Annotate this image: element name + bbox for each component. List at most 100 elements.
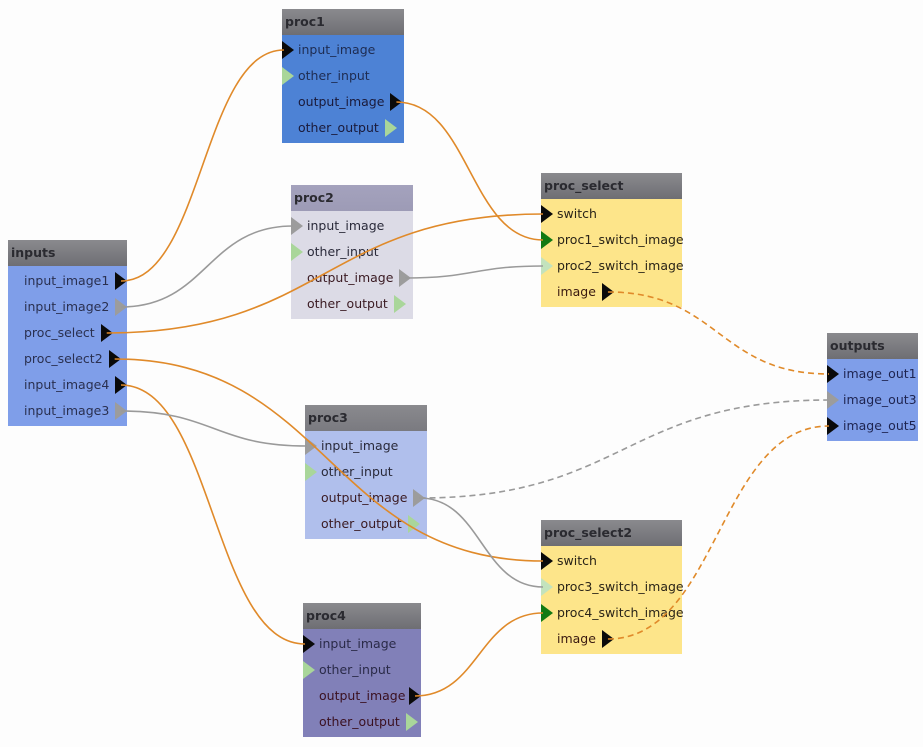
link-inputs-input-image1-to-proc1-input-image[interactable] [120,49,285,282]
node-title[interactable]: proc2 [291,185,413,211]
input-port-other-input[interactable]: other_input [282,63,404,89]
output-port-proc-select2[interactable]: proc_select2 [8,346,127,372]
port-label: other_input [307,244,379,259]
port-label: proc4_switch_image [557,605,684,620]
output-port-input-image2[interactable]: input_image2 [8,294,127,320]
connector-lightgreen-icon[interactable] [393,295,406,313]
input-port-input-image[interactable]: input_image [303,631,421,657]
link-proc3-output-image-to-proc-select2-proc3-switch-image[interactable] [419,497,544,588]
connector-lightgreen-icon[interactable] [407,515,420,533]
connector-palegreen-icon[interactable] [541,578,553,596]
output-port-input-image4[interactable]: input_image4 [8,372,127,398]
link-inputs-input-image2-to-proc2-input-image[interactable] [120,225,294,308]
input-port-switch[interactable]: switch [541,548,682,574]
connector-black-icon[interactable] [541,552,553,570]
port-label: input_image [307,218,385,233]
node-body: switch proc1_switch_image proc2_switch_ima… [541,199,684,307]
input-port-image-out5[interactable]: image_out5 [827,413,918,439]
port-label: switch [557,206,597,221]
connector-lightgreen-icon[interactable] [305,463,317,481]
port-label: image_out3 [843,392,917,407]
node-title[interactable]: proc_select [541,173,682,199]
port-label: output_image [321,490,408,505]
link-proc2-output-image-to-proc-select-proc2-switch-image[interactable] [405,265,544,279]
input-port-other-input[interactable]: other_input [303,657,421,683]
link-inputs-proc-select2-to-proc-select2-switch[interactable] [114,358,544,562]
connector-grey-icon[interactable] [291,217,303,235]
input-port-proc3-switch-image[interactable]: proc3_switch_image [541,574,684,600]
input-port-input-image[interactable]: input_image [291,213,413,239]
input-port-switch[interactable]: switch [541,201,682,227]
output-port-input-image3[interactable]: input_image3 [8,398,127,424]
input-port-proc2-switch-image[interactable]: proc2_switch_image [541,253,684,279]
port-label: image_out1 [843,366,917,381]
connector-black-icon[interactable] [303,635,315,653]
connector-black-icon[interactable] [827,365,839,383]
node-title[interactable]: proc3 [305,405,427,431]
output-port-output-image[interactable]: output_image [303,683,421,709]
connector-black-icon[interactable] [282,41,294,59]
port-label: input_image1 [24,273,110,288]
port-label: input_image2 [24,299,110,314]
node-title[interactable]: proc4 [303,603,421,629]
connector-darkgreen-icon[interactable] [541,604,553,622]
node-inputs[interactable]: inputs input_image1 input_image2 proc_selec… [8,240,127,426]
port-label: input_image [319,636,397,651]
output-port-other-output[interactable]: other_output [305,511,427,537]
port-label: output_image [298,94,385,109]
connector-grey-icon[interactable] [827,391,839,409]
node-title[interactable]: inputs [8,240,127,266]
link-inputs-input-image4-to-proc4-input-image[interactable] [120,384,306,645]
output-port-input-image1[interactable]: input_image1 [8,268,127,294]
link-proc4-output-image-to-proc-select2-proc4-switch-image[interactable] [414,612,544,697]
input-port-image-out1[interactable]: image_out1 [827,361,918,387]
output-port-output-image[interactable]: output_image [291,265,413,291]
link-proc-select-image-to-outputs-image-out1[interactable] [607,291,830,375]
output-port-other-output[interactable]: other_output [291,291,413,317]
port-label: output_image [319,688,406,703]
connector-lightgreen-icon[interactable] [282,67,294,85]
connector-lightgreen-icon[interactable] [303,661,315,679]
port-label: other_output [298,120,379,135]
node-outputs[interactable]: outputs image_out1 image_out3 image_out5 [827,333,918,441]
input-port-proc4-switch-image[interactable]: proc4_switch_image [541,600,684,626]
port-label: image [557,284,596,299]
link-proc1-output-image-to-proc-select-proc1-switch-image[interactable] [396,101,544,241]
output-port-other-output[interactable]: other_output [282,115,404,141]
link-inputs-input-image3-to-proc3-input-image[interactable] [120,410,308,447]
input-port-other-input[interactable]: other_input [291,239,413,265]
node-title[interactable]: proc_select2 [541,520,682,546]
link-proc-select2-image-to-outputs-image-out5[interactable] [607,425,830,640]
connector-lightgreen-icon[interactable] [384,119,397,137]
connector-black-icon[interactable] [827,417,839,435]
input-port-input-image[interactable]: input_image [282,37,404,63]
output-port-other-output[interactable]: other_output [303,709,421,735]
output-port-output-image[interactable]: output_image [305,485,427,511]
link-inputs-proc-select-to-proc-select-switch[interactable] [106,213,544,334]
connector-palegreen-icon[interactable] [541,257,553,275]
output-port-output-image[interactable]: output_image [282,89,404,115]
connector-lightgreen-icon[interactable] [291,243,303,261]
node-title[interactable]: outputs [827,333,918,359]
link-proc3-output-image-to-outputs-image-out3[interactable] [419,399,830,499]
node-title[interactable]: proc1 [282,9,404,35]
connector-darkgreen-icon[interactable] [541,231,553,249]
input-port-proc1-switch-image[interactable]: proc1_switch_image [541,227,684,253]
node-body: switch proc3_switch_image proc4_switch_ima… [541,546,684,654]
connector-lightgreen-icon[interactable] [405,713,418,731]
connector-black-icon[interactable] [541,205,553,223]
input-port-other-input[interactable]: other_input [305,459,427,485]
port-label: input_image3 [24,403,110,418]
port-label: proc3_switch_image [557,579,684,594]
port-label: proc2_switch_image [557,258,684,273]
input-port-image-out3[interactable]: image_out3 [827,387,918,413]
